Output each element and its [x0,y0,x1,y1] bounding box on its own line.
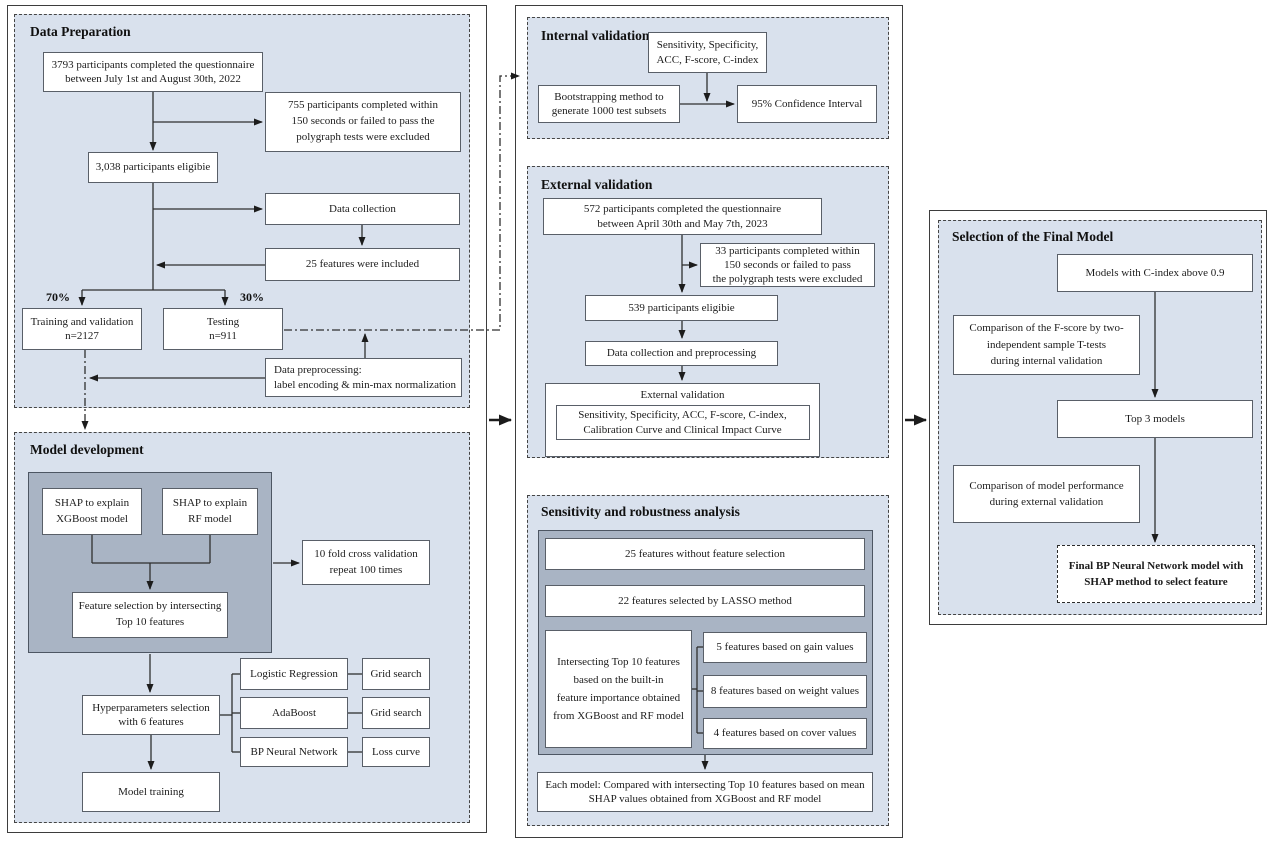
label-split-70: 70% [46,290,70,304]
box-adaboost: AdaBoost [240,697,348,729]
box-f-score-comparison: Comparison of the F-score by two- indepe… [953,315,1140,375]
box-c-index: Models with C-index above 0.9 [1057,254,1253,292]
box-features-25: 25 features were included [265,248,460,281]
box-ev-data-collection: Data collection and preprocessing [585,341,778,366]
box-testing: Testing n=911 [163,308,283,350]
box-gain-values: 5 features based on gain values [703,632,867,663]
box-feature-selection: Feature selection by intersecting Top 10… [72,592,228,638]
box-bootstrapping: Bootstrapping method to generate 1000 te… [538,85,680,123]
box-loss-curve: Loss curve [362,737,430,767]
box-questionnaire-3793: 3793 participants completed the question… [43,52,263,92]
box-weight-values: 8 features based on weight values [703,675,867,708]
box-final-model: Final BP Neural Network model with SHAP … [1057,545,1255,603]
title-sensitivity-analysis: Sensitivity and robustness analysis [541,504,740,519]
box-22-features-lasso: 22 features selected by LASSO method [545,585,865,617]
box-hyperparameters: Hyperparameters selection with 6 feature… [82,695,220,735]
box-eligible-3038: 3,038 participants eligibie [88,152,218,183]
box-25-features: 25 features without feature selection [545,538,865,570]
title-data-preparation: Data Preparation [30,24,131,39]
box-performance-comparison: Comparison of model performance during e… [953,465,1140,523]
box-each-model-shap: Each model: Compared with intersecting T… [537,772,873,812]
box-external-validation-wrapper: External validation Sensitivity, Specifi… [545,383,820,457]
box-confidence-interval: 95% Confidence Interval [737,85,877,123]
title-model-development: Model development [30,442,144,457]
box-shap-rf: SHAP to explain RF model [162,488,258,535]
box-logistic-regression: Logistic Regression [240,658,348,690]
box-cross-validation: 10 fold cross validation repeat 100 time… [302,540,430,585]
box-external-metrics: Sensitivity, Specificity, ACC, F-score, … [555,405,810,440]
title-internal-validation: Internal validation [541,28,650,43]
box-data-collection: Data collection [265,193,460,225]
box-model-training: Model training [82,772,220,812]
box-cover-values: 4 features based on cover values [703,718,867,749]
box-grid-search-ada: Grid search [362,697,430,729]
box-eligible-539: 539 participants eligibie [585,295,778,321]
box-preprocessing: Data preprocessing: label encoding & min… [265,358,462,397]
box-intersecting-top10: Intersecting Top 10 features based on th… [545,630,692,748]
box-questionnaire-572: 572 participants completed the questionn… [543,198,822,235]
box-grid-search-lr: Grid search [362,658,430,690]
box-shap-xgboost: SHAP to explain XGBoost model [42,488,142,535]
box-top3-models: Top 3 models [1057,400,1253,438]
box-bp-neural-network: BP Neural Network [240,737,348,767]
box-training-validation: Training and validation n=2127 [22,308,142,350]
title-final-selection: Selection of the Final Model [952,229,1114,244]
label-split-30: 30% [240,290,264,304]
box-excluded-33: 33 participants completed within 150 sec… [700,243,875,287]
box-internal-metrics: Sensitivity, Specificity, ACC, F-score, … [648,32,767,73]
title-external-validation: External validation [541,177,653,192]
box-excluded-755: 755 participants completed within 150 se… [265,92,461,152]
